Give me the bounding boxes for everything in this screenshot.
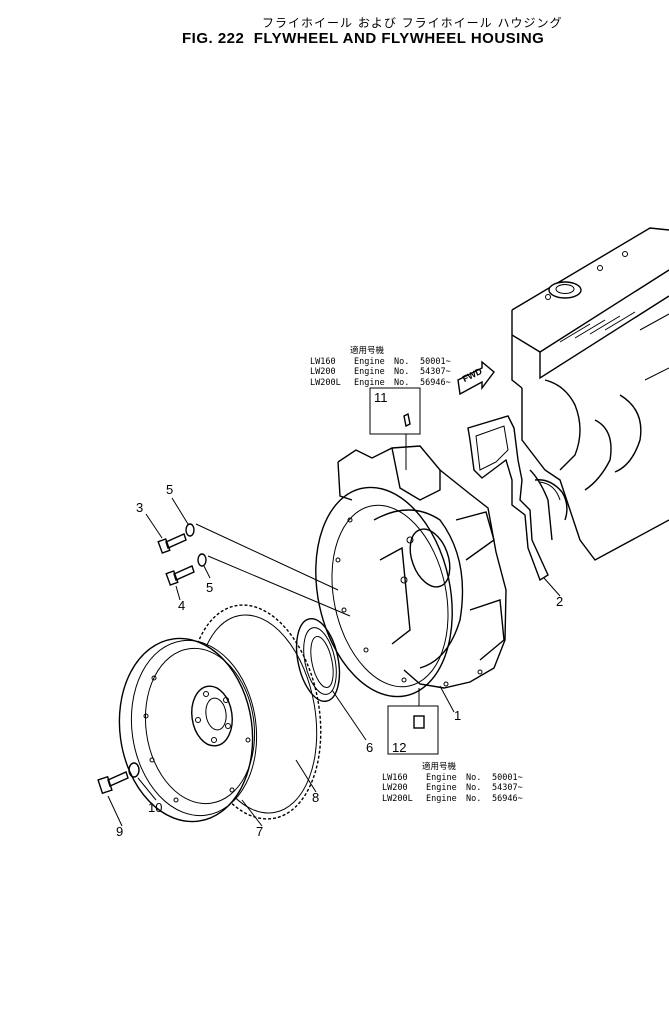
flywheel-bolt-9 xyxy=(97,771,129,795)
engine-block xyxy=(511,227,669,561)
row-engine: Engine xyxy=(426,772,457,783)
callout-11: 11 xyxy=(374,390,388,405)
serial-note-upper-row: LW160 Engine No. 50001~ xyxy=(310,357,451,368)
row-engine: Engine xyxy=(426,783,457,793)
callout-8: 8 xyxy=(312,790,320,805)
row-no: No. xyxy=(394,377,410,388)
oil-seal xyxy=(295,618,341,702)
row-model: LW200L xyxy=(310,377,341,388)
serial-note-upper-row: LW200L Engine No. 56946~ xyxy=(310,378,451,389)
row-no: No. xyxy=(394,367,410,377)
callout-3: 3 xyxy=(136,500,144,515)
housing-gasket xyxy=(467,415,568,582)
washer-5-lower xyxy=(197,553,207,567)
row-serial: 54307~ xyxy=(420,367,451,377)
serial-note-upper-row: LW200 Engine No. 54307~ xyxy=(310,367,451,378)
row-no: No. xyxy=(394,356,410,367)
japanese-title: フライホイール および フライホイール ハウジング xyxy=(262,16,563,30)
row-serial: 56946~ xyxy=(492,793,523,804)
callout-12: 12 xyxy=(392,740,407,755)
serial-note-upper-header: 適用号機 xyxy=(350,346,385,356)
row-no: No. xyxy=(466,793,482,804)
row-serial: 54307~ xyxy=(492,783,523,793)
row-model: LW200 xyxy=(310,367,336,377)
callout-6: 6 xyxy=(366,740,374,755)
serial-note-lower-header: 適用号機 xyxy=(422,762,457,772)
callout-leaders xyxy=(107,497,561,827)
callout-7: 7 xyxy=(256,824,264,839)
housing-bolt-4 xyxy=(165,565,195,586)
row-no: No. xyxy=(466,783,482,793)
callout-10: 10 xyxy=(148,800,163,815)
row-serial: 50001~ xyxy=(420,356,451,367)
callout-1: 1 xyxy=(454,708,462,723)
row-engine: Engine xyxy=(354,367,385,377)
plug-11-inset xyxy=(369,387,421,470)
serial-note-lower-row: LW200L Engine No. 56946~ xyxy=(382,794,523,805)
callout-5-lower: 5 xyxy=(206,580,214,595)
plug-12-inset xyxy=(387,688,439,755)
callout-9: 9 xyxy=(116,824,124,839)
bolt-leader-lines xyxy=(195,523,351,617)
flywheel xyxy=(118,637,258,823)
callout-4: 4 xyxy=(178,598,186,613)
row-serial: 56946~ xyxy=(420,377,451,388)
washer-10 xyxy=(128,762,140,778)
housing-bolt-3 xyxy=(157,533,187,554)
serial-note-lower-row: LW200 Engine No. 54307~ xyxy=(382,783,523,794)
flywheel-housing xyxy=(315,445,507,698)
callout-5-upper: 5 xyxy=(166,482,174,497)
fwd-arrow xyxy=(457,360,495,396)
washer-5-upper xyxy=(185,523,195,537)
row-model: LW200L xyxy=(382,793,413,804)
serial-note-lower-row: LW160 Engine No. 50001~ xyxy=(382,773,523,784)
row-model: LW160 xyxy=(310,356,336,367)
row-model: LW200 xyxy=(382,783,408,793)
figure-title: FIG. 222 FLYWHEEL AND FLYWHEEL HOUSING xyxy=(182,30,545,47)
callout-2: 2 xyxy=(556,594,564,609)
row-no: No. xyxy=(466,772,482,783)
row-serial: 50001~ xyxy=(492,772,523,783)
row-engine: Engine xyxy=(354,377,385,388)
row-engine: Engine xyxy=(354,356,385,367)
row-engine: Engine xyxy=(426,793,457,804)
row-model: LW160 xyxy=(382,772,408,783)
